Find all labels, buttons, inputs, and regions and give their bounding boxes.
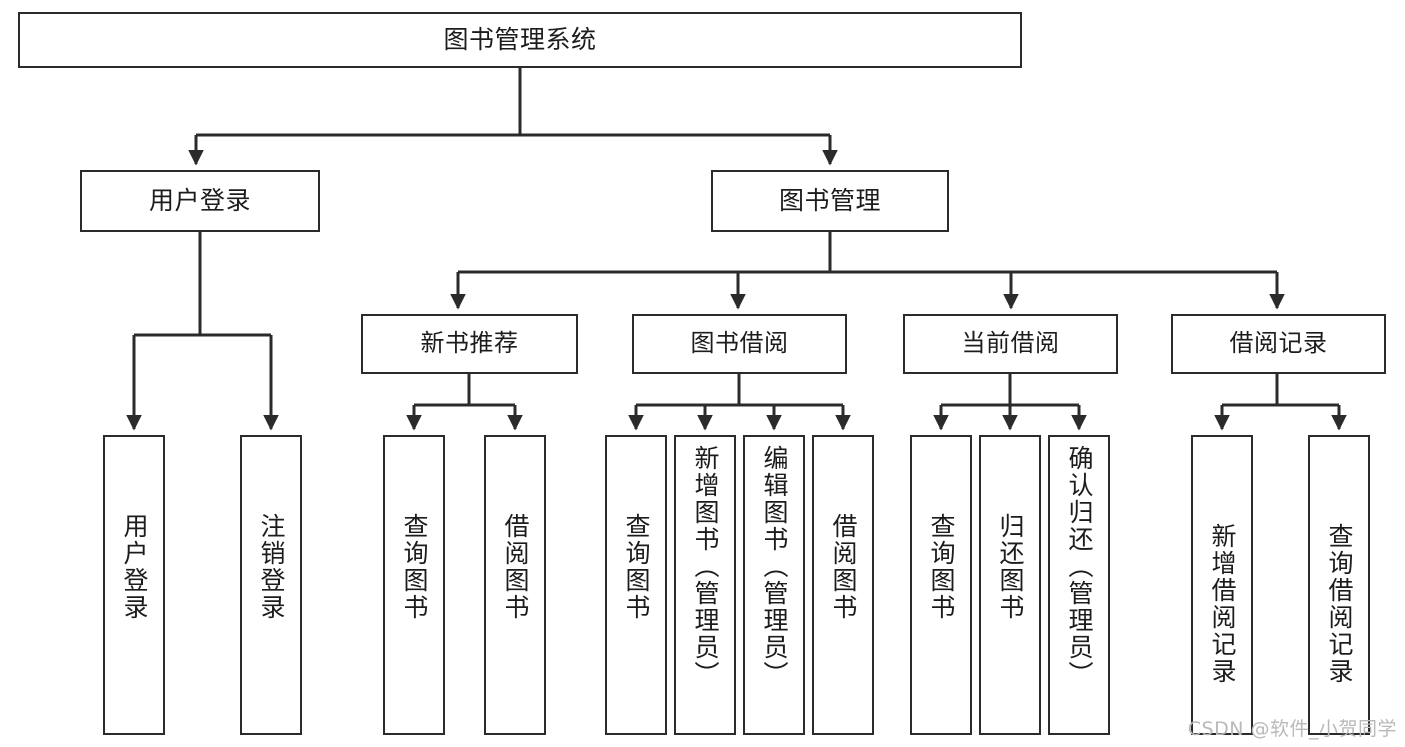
node-current-borrow[interactable]: 当前借阅 [903,314,1118,374]
node-root-label: 图书管理系统 [443,24,597,54]
node-leaf-borrow-book-1[interactable]: 借阅图书 [484,435,546,735]
node-current-borrow-label: 当前借阅 [961,329,1060,358]
node-leaf-add-record[interactable]: 新增借阅记录 [1191,435,1253,735]
node-leaf-logout-label: 注销登录 [257,513,286,621]
node-leaf-add-record-label: 新增借阅记录 [1208,523,1237,685]
node-user-login[interactable]: 用户登录 [80,170,320,232]
node-leaf-logout[interactable]: 注销登录 [240,435,302,735]
node-leaf-add-book[interactable]: 新增图书（管理员） [674,435,736,735]
node-leaf-query-book-3-label: 查询图书 [927,513,956,621]
node-leaf-borrow-book-1-label: 借阅图书 [501,513,530,621]
node-leaf-borrow-book-2-label: 借阅图书 [829,513,858,621]
node-leaf-query-book-1[interactable]: 查询图书 [383,435,445,735]
node-leaf-edit-book[interactable]: 编辑图书（管理员） [743,435,805,735]
node-leaf-borrow-book-2[interactable]: 借阅图书 [812,435,874,735]
node-new-book-rec[interactable]: 新书推荐 [361,314,578,374]
node-new-book-rec-label: 新书推荐 [420,329,519,358]
node-leaf-query-record-label: 查询借阅记录 [1325,523,1354,685]
node-borrow-record[interactable]: 借阅记录 [1171,314,1386,374]
node-leaf-query-book-1-label: 查询图书 [400,513,429,621]
node-book-borrow-label: 图书借阅 [690,329,789,358]
node-leaf-return-book[interactable]: 归还图书 [979,435,1041,735]
node-leaf-edit-book-label: 编辑图书（管理员） [760,445,789,688]
node-book-borrow[interactable]: 图书借阅 [632,314,847,374]
node-leaf-query-book-2[interactable]: 查询图书 [605,435,667,735]
node-root[interactable]: 图书管理系统 [18,12,1022,68]
node-book-manage-label: 图书管理 [778,185,881,215]
node-user-login-label: 用户登录 [148,185,251,215]
node-leaf-return-book-label: 归还图书 [996,513,1025,621]
node-leaf-query-record[interactable]: 查询借阅记录 [1308,435,1370,735]
node-leaf-user-login[interactable]: 用户登录 [103,435,165,735]
node-leaf-user-login-label: 用户登录 [120,513,149,621]
node-leaf-query-book-3[interactable]: 查询图书 [910,435,972,735]
node-leaf-confirm-return-label: 确认归还（管理员） [1065,445,1094,688]
node-leaf-query-book-2-label: 查询图书 [622,513,651,621]
watermark-text: CSDN @软件_小贺同学 [1187,718,1397,740]
node-borrow-record-label: 借阅记录 [1229,329,1328,358]
node-book-manage[interactable]: 图书管理 [711,170,949,232]
node-leaf-confirm-return[interactable]: 确认归还（管理员） [1048,435,1110,735]
node-leaf-add-book-label: 新增图书（管理员） [691,445,720,688]
